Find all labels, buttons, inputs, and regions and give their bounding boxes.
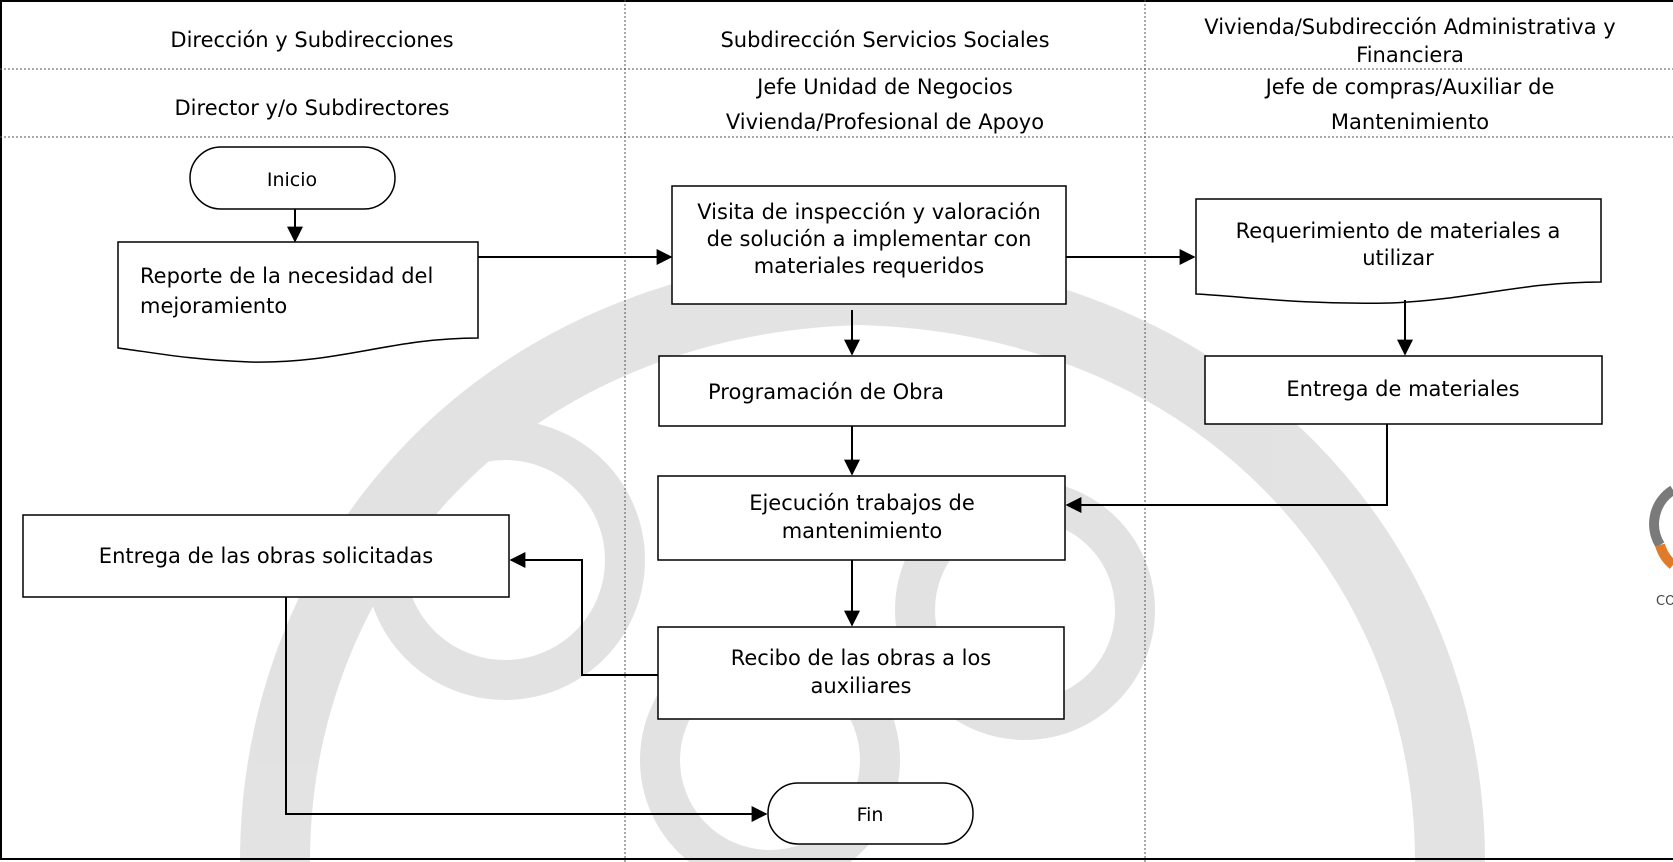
arrow-materials-to-execution (1065, 424, 1388, 513)
lane1-title: Dirección y Subdirecciones (170, 28, 453, 52)
lane3-role-line2: Mantenimiento (1331, 110, 1489, 134)
end-label: Fin (857, 804, 884, 826)
works-receipt-process: Recibo de las obras a los auxiliares (657, 626, 1065, 720)
connectors (285, 209, 1413, 822)
materials-delivery-label: Entrega de materiales (1286, 377, 1519, 401)
end-terminator: Fin (767, 782, 974, 845)
inspection-label-line2: de solución a implementar con (707, 227, 1032, 251)
requirement-label-line2: utilizar (1362, 246, 1434, 270)
receipt-label-line2: auxiliares (810, 674, 911, 698)
lane2-role-line1: Jefe Unidad de Negocios (755, 75, 1013, 99)
requirement-label-line1: Requerimiento de materiales a (1236, 219, 1561, 243)
arrow-receipt-to-works-delivery (509, 552, 658, 676)
execution-label-line2: mantenimiento (782, 519, 943, 543)
lane2-role-line2: Vivienda/Profesional de Apoyo (726, 110, 1044, 134)
lane-headers: Dirección y Subdirecciones Director y/o … (170, 15, 1615, 134)
start-terminator: Inicio (189, 146, 396, 210)
report-label-line2: mejoramiento (140, 294, 287, 318)
works-delivery-process: Entrega de las obras solicitadas (22, 514, 510, 598)
logo-partial-text: CO (1656, 594, 1673, 609)
receipt-label-line1: Recibo de las obras a los (731, 646, 992, 670)
maintenance-execution-process: Ejecución trabajos de mantenimiento (657, 475, 1066, 561)
lane2-title: Subdirección Servicios Sociales (720, 28, 1049, 52)
execution-label-line1: Ejecución trabajos de (749, 491, 975, 515)
scheduling-label: Programación de Obra (708, 380, 944, 404)
certification-logo: CO (1649, 485, 1673, 609)
arrow-works-delivery-to-end (285, 597, 768, 822)
works-delivery-label: Entrega de las obras solicitadas (99, 544, 433, 568)
inspection-process: Visita de inspección y valoración de sol… (671, 185, 1067, 305)
inspection-label-line1: Visita de inspección y valoración (697, 200, 1040, 224)
inspection-label-line3: materiales requeridos (754, 254, 984, 278)
report-label-line1: Reporte de la necesidad del (140, 264, 433, 288)
materials-delivery-process: Entrega de materiales (1204, 355, 1603, 425)
requirement-document: Requerimiento de materiales a utilizar (1195, 198, 1602, 305)
start-label: Inicio (267, 169, 317, 191)
lane3-role-line1: Jefe de compras/Auxiliar de (1264, 75, 1555, 99)
lane1-role: Director y/o Subdirectores (175, 96, 450, 120)
lane3-title-line2: Financiera (1356, 43, 1464, 67)
scheduling-process: Programación de Obra (658, 355, 1066, 427)
report-document: Reporte de la necesidad del mejoramiento (117, 241, 479, 363)
lane3-title-line1: Vivienda/Subdirección Administrativa y (1204, 15, 1615, 39)
